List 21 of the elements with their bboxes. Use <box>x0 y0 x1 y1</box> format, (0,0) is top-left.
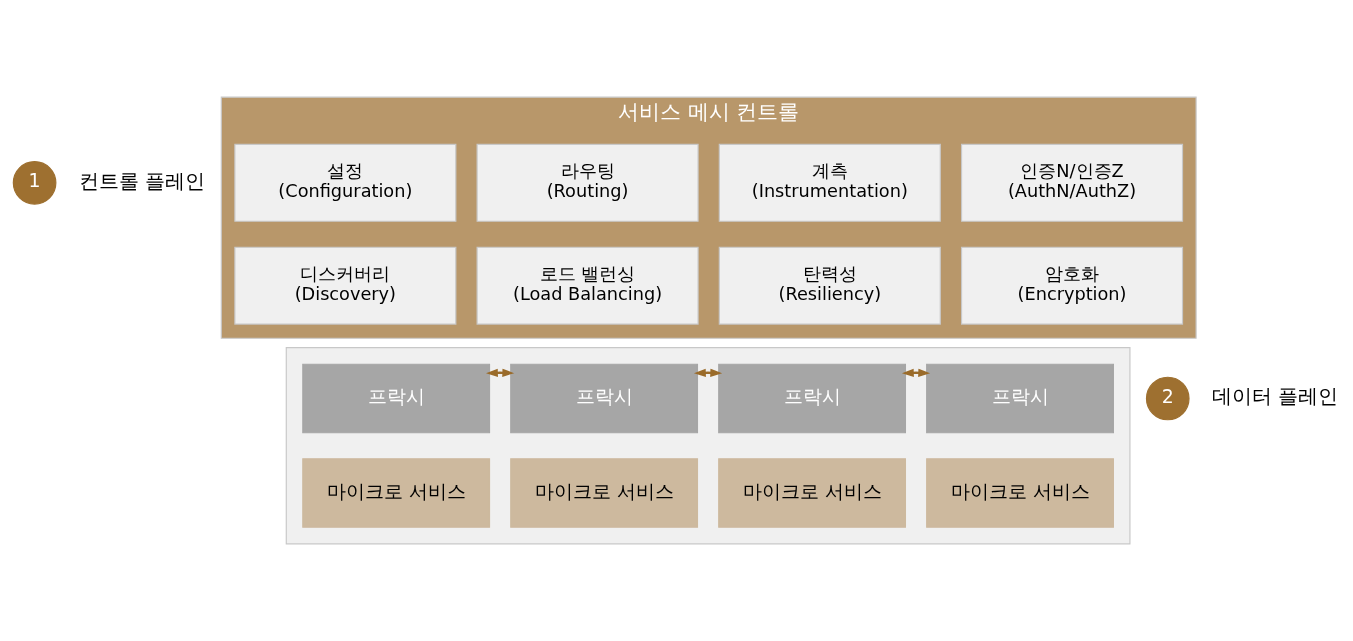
node-box: 암호화 (Encryption) <box>960 246 1184 325</box>
node-box: 마이크로 서비스 <box>926 458 1114 528</box>
node-box: 디스커버리 (Discovery) <box>234 246 457 325</box>
node-box: 로드 밸런싱 (Load Balancing) <box>476 246 699 325</box>
node-box: 인증N/인증Z (AuthN/AuthZ) <box>960 143 1184 222</box>
node-box: 라우팅 (Routing) <box>476 143 699 222</box>
node-box: 프락시 <box>718 363 906 434</box>
node-label: 컨트롤 플레인 <box>78 168 206 193</box>
node-box: 설정 (Configuration) <box>234 143 457 222</box>
node-box: 프락시 <box>510 363 699 434</box>
node-box: 마이크로 서비스 <box>510 458 699 528</box>
node-box: 계측 (Instrumentation) <box>718 143 941 222</box>
node-circle: 1 <box>12 161 57 205</box>
cluster <box>285 347 1131 545</box>
node-box: 탄력성 (Resiliency) <box>718 246 941 325</box>
node-box: 프락시 <box>926 363 1114 434</box>
node-label: 데이터 플레인 <box>1212 384 1339 409</box>
node-box: 마이크로 서비스 <box>718 458 906 528</box>
node-circle: 2 <box>1145 376 1190 421</box>
node-box: 마이크로 서비스 <box>302 458 491 528</box>
node-box: 프락시 <box>302 363 491 434</box>
